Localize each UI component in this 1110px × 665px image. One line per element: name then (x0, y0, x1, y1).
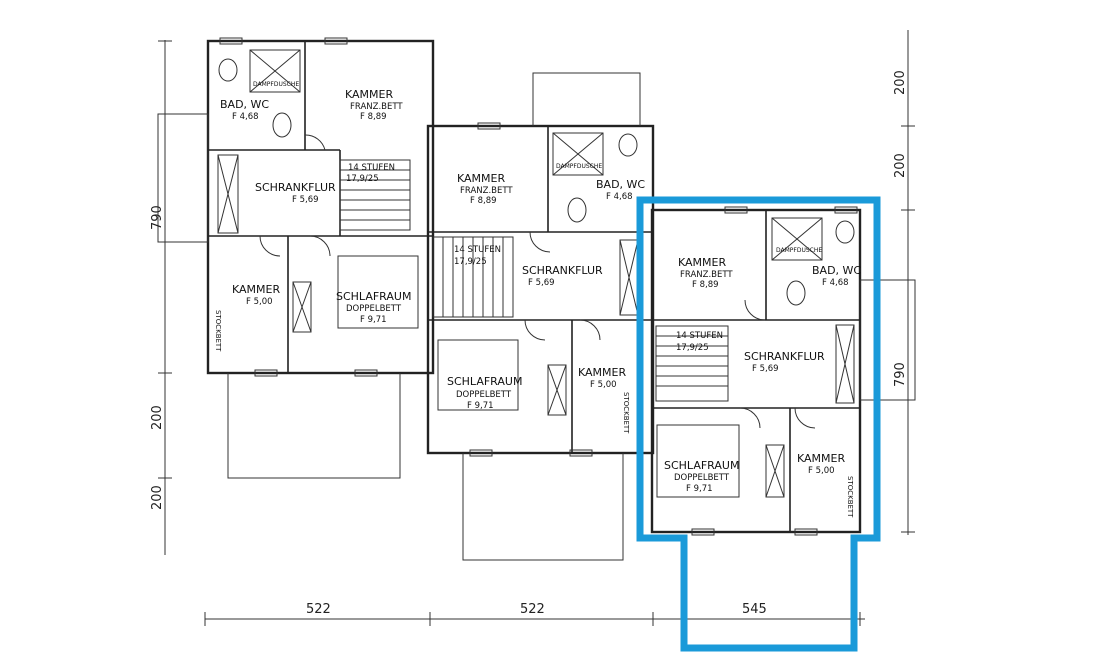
middle-bath-area: F 4,68 (606, 192, 633, 202)
unit-right: KAMMER FRANZ.BETT F 8,89 DAMPFDUSCHE BAD… (650, 206, 916, 536)
dim-bottom-3: 545 (742, 602, 767, 617)
right-schlaf-name: SCHLAFRAUM (664, 459, 739, 472)
dim-bottom-1: 522 (306, 602, 331, 617)
left-kammer2-name: KAMMER (232, 283, 280, 296)
middle-flur-name: SCHRANKFLUR (522, 264, 603, 277)
dim-left-200b: 200 (150, 485, 165, 510)
right-schlaf-area: F 9,71 (686, 484, 713, 494)
dim-right-200b: 200 (893, 153, 908, 178)
right-kammer1-bed: FRANZ.BETT (680, 270, 733, 280)
middle-schlaf-area: F 9,71 (467, 401, 494, 411)
dimensions: 522 522 545 790 200 200 200 200 790 (150, 30, 915, 626)
left-kammer2-area: F 5,00 (246, 297, 273, 307)
left-schlaf-bed: DOPPELBETT (346, 304, 402, 314)
middle-stairs: 14 STUFEN (454, 245, 501, 255)
left-flur-name: SCHRANKFLUR (255, 181, 336, 194)
middle-kammer1-area: F 8,89 (470, 196, 497, 206)
right-stairs: 14 STUFEN (676, 331, 723, 341)
left-bath-area: F 4,68 (232, 112, 259, 122)
middle-kammer2-name: KAMMER (578, 366, 626, 379)
right-kammer2-area: F 5,00 (808, 466, 835, 476)
right-bath-area: F 4,68 (822, 278, 849, 288)
highlight-outline (636, 196, 881, 652)
right-flur-name: SCHRANKFLUR (744, 350, 825, 363)
middle-kammer1-name: KAMMER (457, 172, 505, 185)
right-kammer1-name: KAMMER (678, 256, 726, 269)
left-stairs-ratio: 17,9/25 (346, 174, 379, 184)
middle-schlaf-name: SCHLAFRAUM (447, 375, 522, 388)
middle-kammer2-bed: STOCKBETT (622, 392, 630, 434)
right-stairs-ratio: 17,9/25 (676, 343, 709, 353)
left-kammer2-bed: STOCKBETT (214, 310, 222, 352)
dim-bottom-2: 522 (520, 602, 545, 617)
unit-left: BAD, WC F 4,68 DAMPFDUSCHE KAMMER FRANZ.… (157, 37, 435, 479)
left-flur-area: F 5,69 (292, 195, 319, 205)
left-stairs: 14 STUFEN (348, 163, 395, 173)
left-schlaf-name: SCHLAFRAUM (336, 290, 411, 303)
right-kammer2-name: KAMMER (797, 452, 845, 465)
middle-kammer2-area: F 5,00 (590, 380, 617, 390)
left-bath-name: BAD, WC (220, 98, 269, 111)
middle-shower-label: DAMPFDUSCHE (556, 163, 602, 170)
right-flur-area: F 5,69 (752, 364, 779, 374)
middle-kammer1-bed: FRANZ.BETT (460, 186, 513, 196)
right-schlaf-bed: DOPPELBETT (674, 473, 730, 483)
dim-right-790: 790 (893, 362, 908, 387)
dim-left-790: 790 (150, 205, 165, 230)
dim-right-200a: 200 (893, 70, 908, 95)
left-kammer1-area: F 8,89 (360, 112, 387, 122)
right-bath-name: BAD, WC (812, 264, 861, 277)
left-shower-label: DAMPFDUSCHE (253, 81, 299, 88)
right-shower-label: DAMPFDUSCHE (776, 247, 822, 254)
left-kammer1-name: KAMMER (345, 88, 393, 101)
left-kammer1-bed: FRANZ.BETT (350, 102, 403, 112)
dim-left-200a: 200 (150, 405, 165, 430)
middle-flur-area: F 5,69 (528, 278, 555, 288)
right-kammer1-area: F 8,89 (692, 280, 719, 290)
left-schlaf-area: F 9,71 (360, 315, 387, 325)
right-kammer2-bed: STOCKBETT (846, 476, 854, 518)
middle-stairs-ratio: 17,9/25 (454, 257, 487, 267)
unit-middle: KAMMER FRANZ.BETT F 8,89 DAMPFDUSCHE BAD… (426, 72, 655, 561)
middle-bath-name: BAD, WC (596, 178, 645, 191)
middle-schlaf-bed: DOPPELBETT (456, 390, 512, 400)
